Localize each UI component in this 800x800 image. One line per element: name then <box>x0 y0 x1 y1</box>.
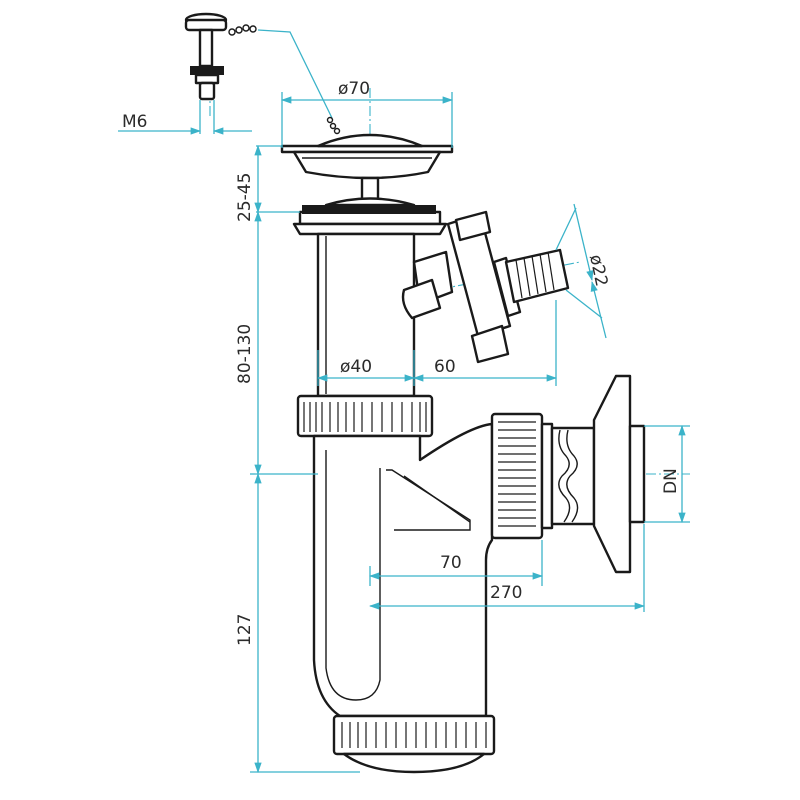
m6-label: M6 <box>122 112 147 132</box>
side-hose-connector <box>401 210 570 364</box>
dn-dimension: DN <box>644 424 690 524</box>
trap-body <box>312 422 494 718</box>
sink-flange <box>292 197 448 236</box>
strainer-plug <box>280 133 454 206</box>
chain-leader-line <box>257 29 333 119</box>
d40-and-60-dimension: ø40 60 <box>316 300 558 386</box>
bottom-cup <box>332 714 496 774</box>
h127-label: 127 <box>235 614 255 646</box>
d40-label: ø40 <box>340 357 372 377</box>
outlet-nut <box>490 412 554 540</box>
dn-label: DN <box>661 468 681 494</box>
wall-rosette <box>592 374 646 574</box>
l70-label: 70 <box>440 553 462 573</box>
h25-45-label: 25-45 <box>235 173 255 222</box>
l270-dimension: 270 <box>368 524 646 612</box>
upper-nut <box>296 394 434 438</box>
chain-on-plug <box>326 116 341 135</box>
d70-dimension: ø70 <box>280 79 454 148</box>
m6-dimension: M6 <box>118 100 252 135</box>
vertical-dimension-chain: 25-45 80-130 127 <box>235 144 360 774</box>
d22-label: ø22 <box>585 253 611 289</box>
d70-label: ø70 <box>338 79 370 99</box>
l70-dimension: 70 <box>368 540 544 586</box>
outlet-pipe <box>550 426 596 526</box>
chain-links <box>228 24 257 36</box>
l60-label: 60 <box>434 357 456 377</box>
h80-130-label: 80-130 <box>235 324 255 384</box>
l270-label: 270 <box>490 583 522 603</box>
tailpiece-pipe <box>316 232 416 398</box>
plug-stopper-detail <box>184 12 257 101</box>
